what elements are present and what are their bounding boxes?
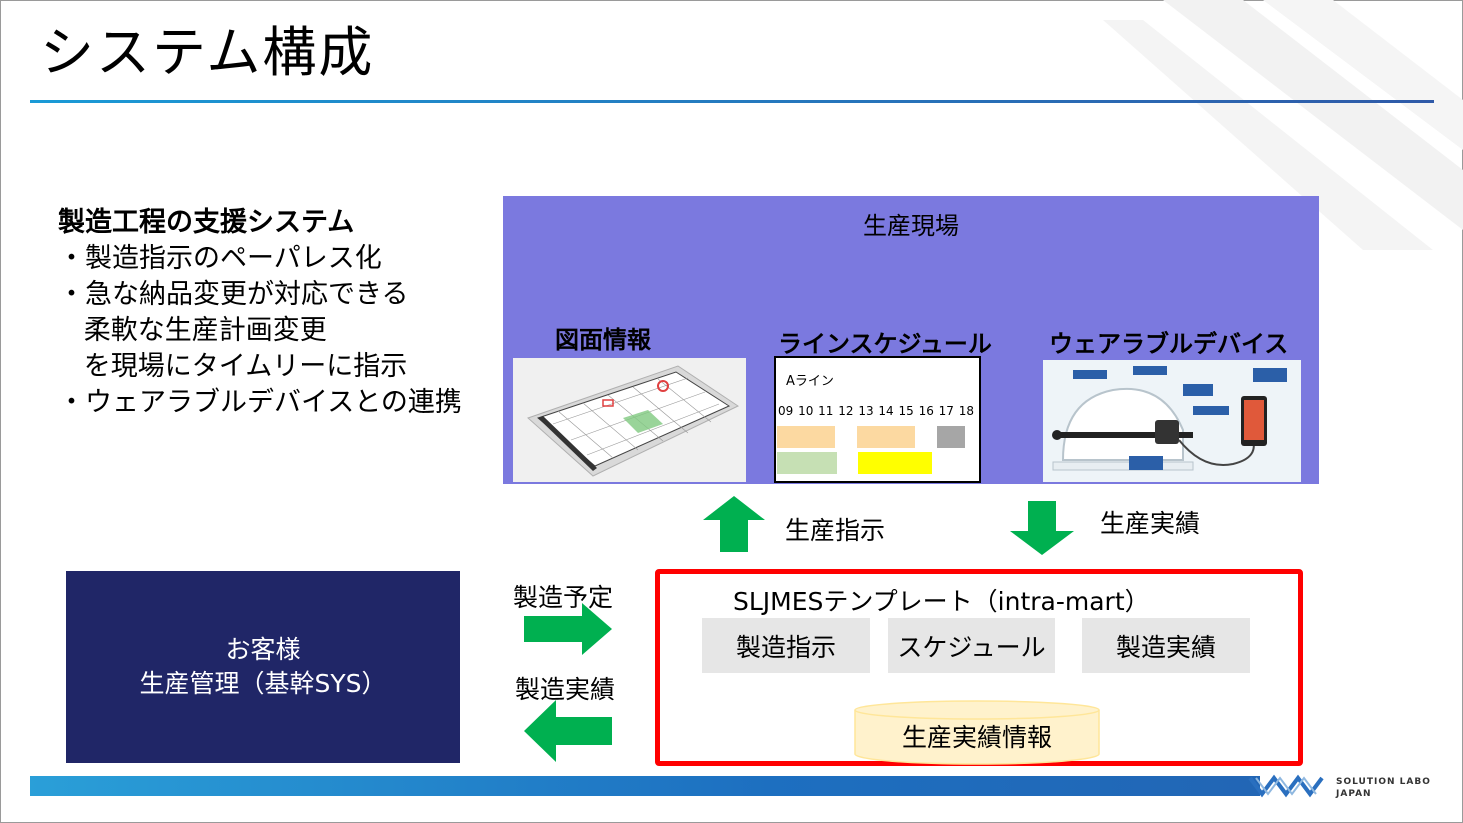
- production-instruction-label: 生産指示: [785, 516, 886, 545]
- client-system-box: お客様 生産管理（基幹SYS）: [66, 571, 460, 763]
- module-manufacturing-instruction: 製造指示: [702, 618, 870, 673]
- manufacturing-plan-label: 製造予定: [513, 583, 614, 612]
- company-logo-text: SOLUTION LABO JAPAN: [1336, 776, 1431, 800]
- client-system-label: 生産管理（基幹SYS）: [139, 669, 387, 698]
- title-divider: [30, 100, 1434, 103]
- company-logo-icon: [1248, 774, 1324, 798]
- site-title: 生産現場: [863, 212, 959, 240]
- down-arrow-icon: [1010, 501, 1074, 555]
- logo-line-1: SOLUTION LABO: [1336, 777, 1431, 787]
- wearable-label: ウェアラブルデバイス: [1049, 330, 1289, 358]
- feature-item: 柔軟な生産計画変更: [58, 315, 327, 346]
- up-arrow-icon: [703, 496, 765, 552]
- right-arrow-icon: [524, 603, 612, 655]
- database-label: 生産実績情報: [901, 723, 1052, 752]
- feature-item: ・ウェアラブルデバイスとの連携: [58, 387, 462, 418]
- database-icon: [854, 700, 1100, 765]
- page-title: システム構成: [40, 21, 375, 84]
- client-label: お客様: [225, 635, 301, 664]
- schedule-bar: [857, 426, 915, 448]
- template-title: SLJMESテンプレート（intra-mart）: [733, 587, 1150, 616]
- tablet-drawing-image: [513, 358, 746, 482]
- schedule-hours: 09 10 11 12 13 14 15 16 17 18: [778, 404, 975, 418]
- footer-bar: [30, 776, 1260, 796]
- production-result-label: 生産実績: [1100, 509, 1201, 538]
- feature-item: ・急な納品変更が対応できる: [58, 279, 409, 310]
- schedule-bar: [777, 452, 837, 474]
- decorative-stripes: [1103, 0, 1463, 250]
- feature-heading: 製造工程の支援システム: [58, 207, 355, 238]
- module-schedule: スケジュール: [888, 618, 1055, 673]
- schedule-line-name: Aライン: [786, 374, 834, 389]
- schedule-bar: [777, 426, 835, 448]
- logo-line-2: JAPAN: [1336, 789, 1372, 799]
- schedule-bar: [937, 426, 965, 448]
- schedule-label: ラインスケジュール: [778, 330, 992, 358]
- wearable-device-image: [1043, 360, 1301, 482]
- production-site-panel: 生産現場 図面情報 ラインスケジュール ウェアラブルデバイス Aライン 09 1…: [503, 196, 1319, 484]
- feature-item: ・製造指示のペーパレス化: [58, 243, 382, 274]
- result-database: 生産実績情報: [854, 700, 1100, 765]
- feature-list: 製造工程の支援システム ・製造指示のペーパレス化 ・急な納品変更が対応できる 柔…: [58, 205, 462, 421]
- line-schedule-chart: Aライン 09 10 11 12 13 14 15 16 17 18: [774, 356, 981, 483]
- feature-item: を現場にタイムリーに指示: [58, 351, 408, 382]
- module-manufacturing-result: 製造実績: [1082, 618, 1250, 673]
- manufacturing-result-label: 製造実績: [515, 675, 616, 704]
- sljmes-template-box: SLJMESテンプレート（intra-mart） 製造指示 スケジュール 製造実…: [655, 569, 1303, 766]
- left-arrow-icon: [524, 700, 612, 762]
- schedule-bar: [858, 452, 932, 474]
- drawing-label: 図面情報: [555, 326, 651, 354]
